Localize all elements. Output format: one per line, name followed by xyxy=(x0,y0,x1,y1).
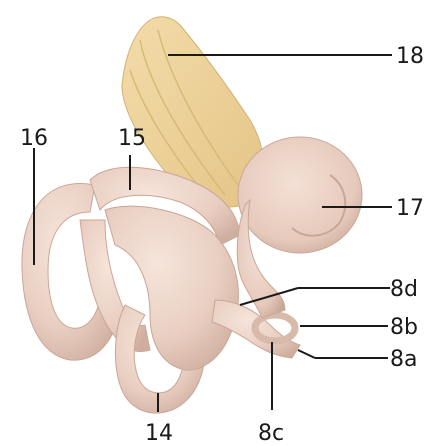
label-8c: 8c xyxy=(258,421,284,446)
label-18: 18 xyxy=(396,44,424,69)
label-15: 15 xyxy=(118,126,146,151)
label-8b: 8b xyxy=(390,315,418,340)
label-8d: 8d xyxy=(390,277,418,302)
cochlea xyxy=(237,137,362,318)
label-8a: 8a xyxy=(390,347,417,372)
label-17: 17 xyxy=(396,196,424,221)
label-16: 16 xyxy=(20,126,48,151)
label-14: 14 xyxy=(145,421,173,446)
leader-8a-a xyxy=(298,350,315,358)
